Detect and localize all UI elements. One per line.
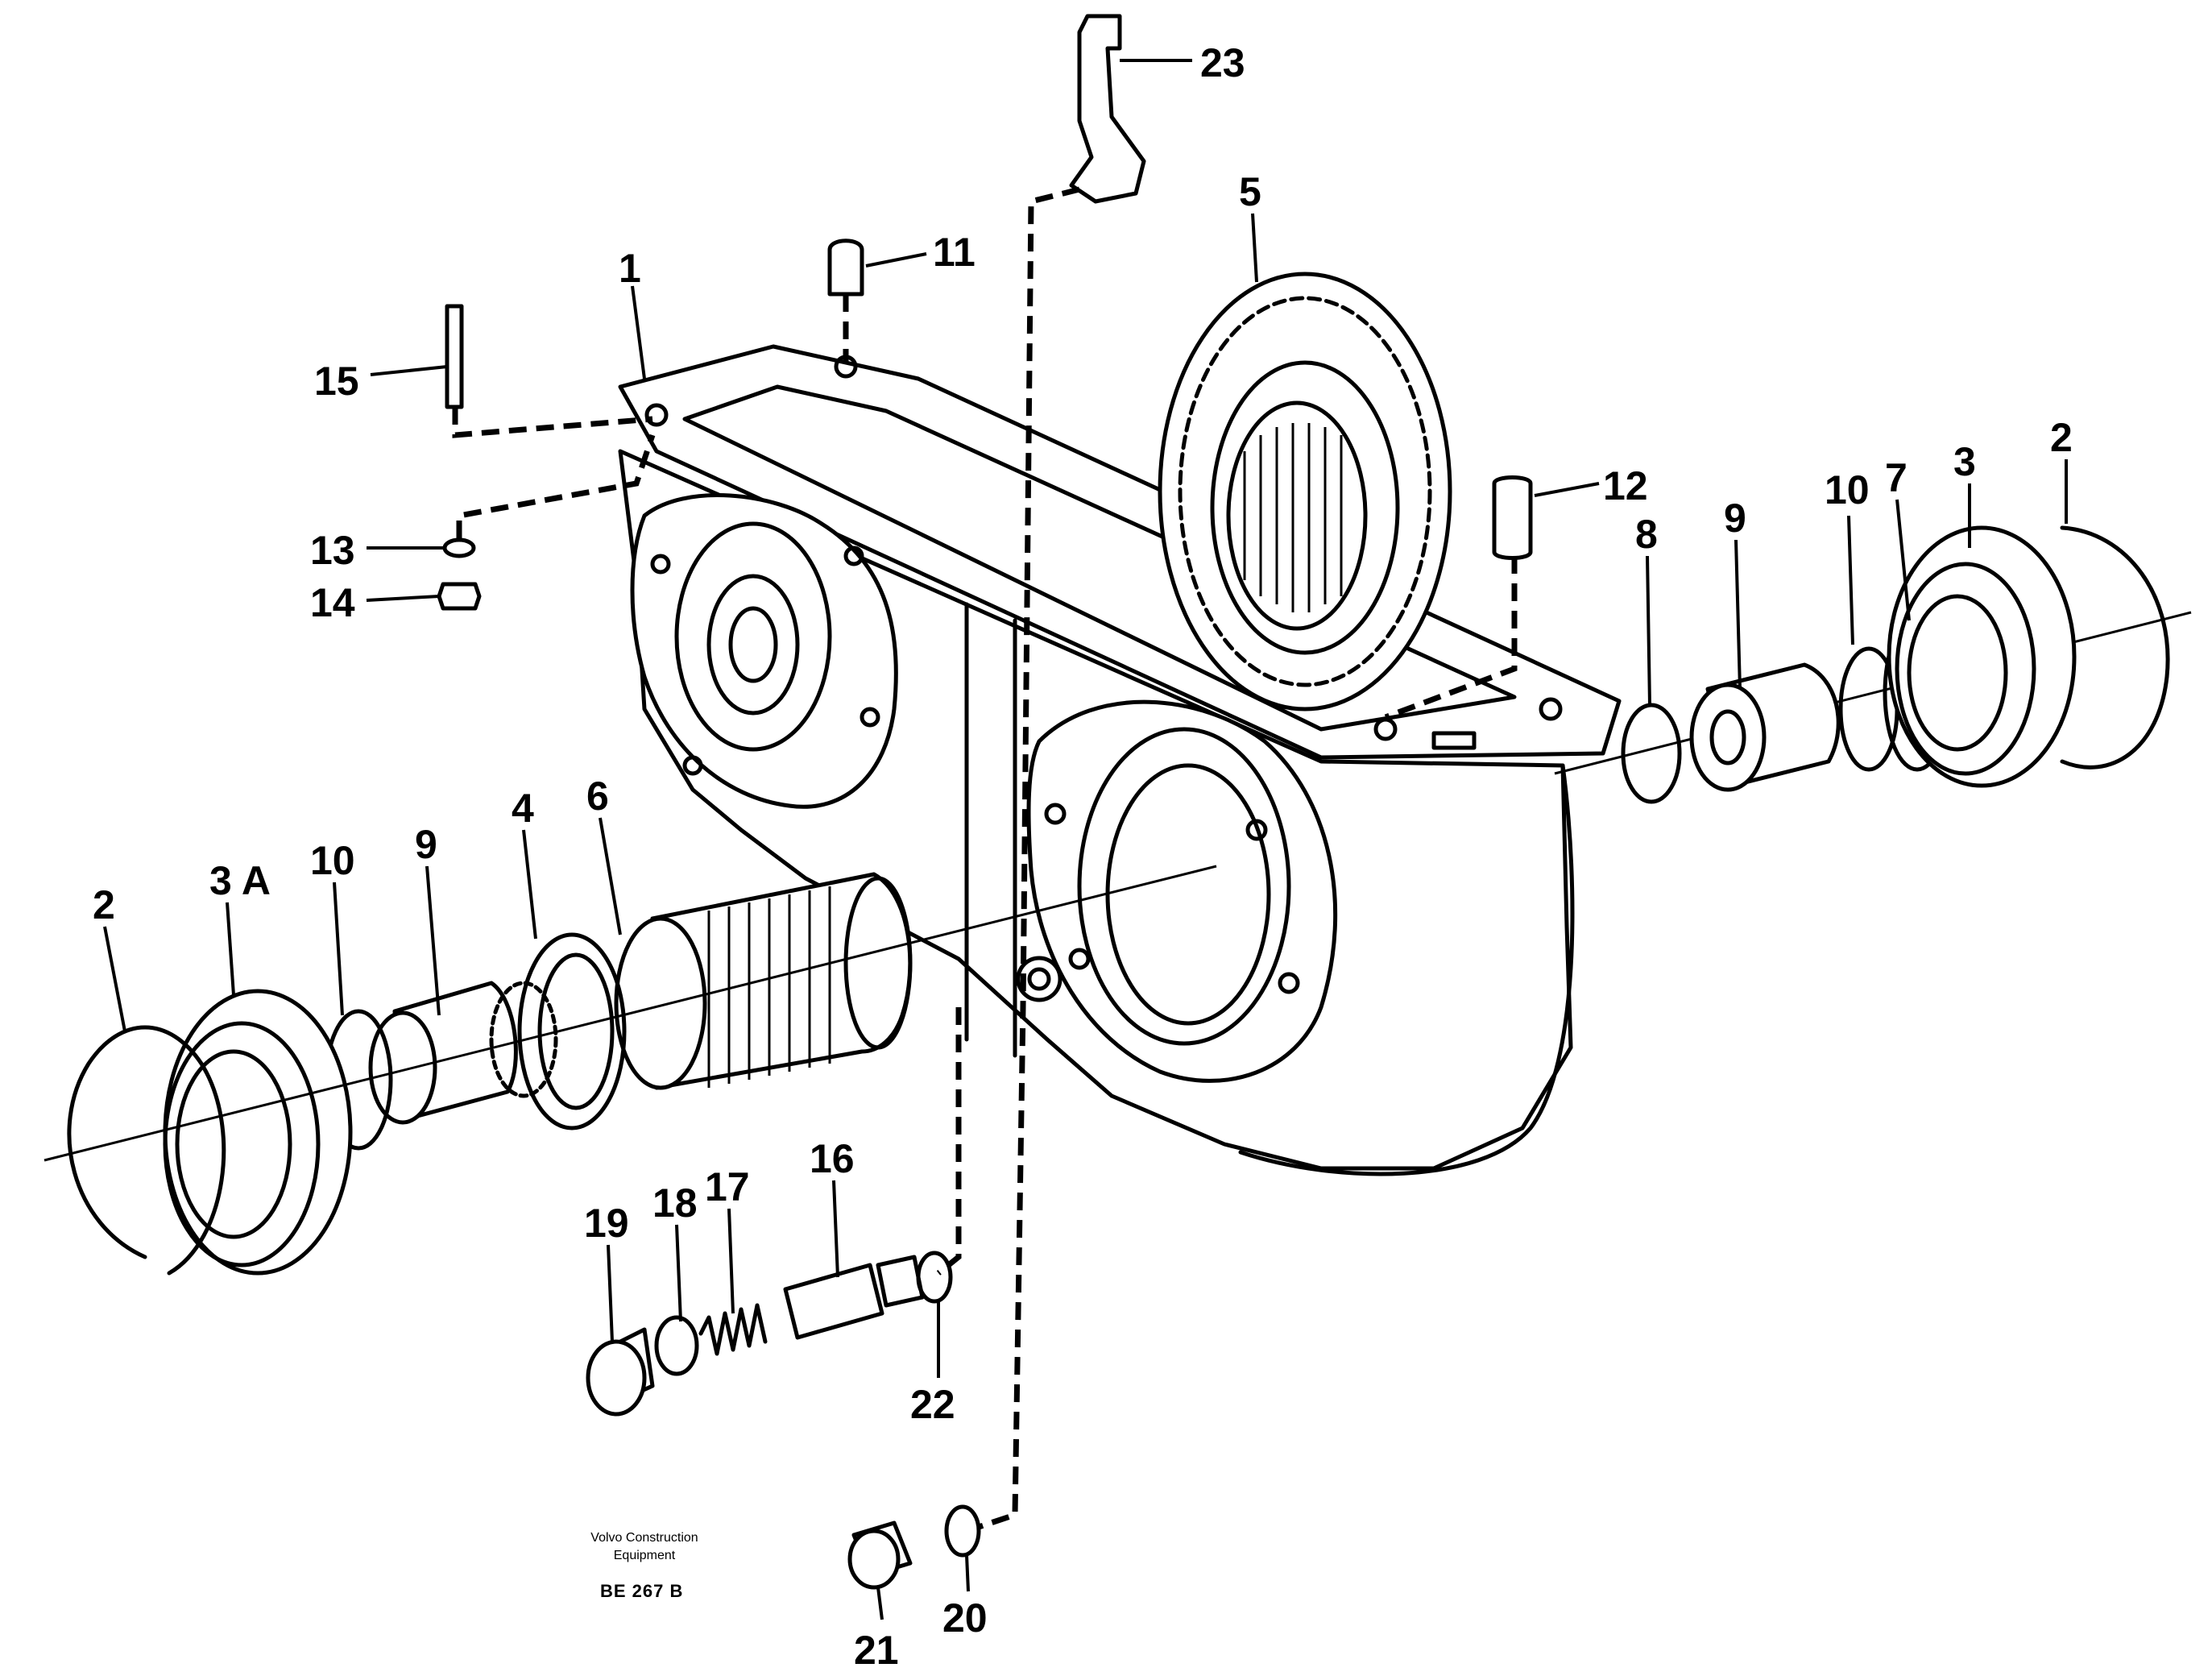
callout-18: 18 <box>652 1180 698 1226</box>
dashed-line-15 <box>452 407 653 438</box>
dashed-line-22 <box>936 1007 962 1276</box>
callout-5: 5 <box>1239 169 1261 214</box>
pin-12 <box>1492 475 1533 560</box>
callout-10-left: 10 <box>310 838 355 883</box>
callout-9-right: 9 <box>1724 496 1746 541</box>
gear-wheel <box>1158 272 1452 711</box>
dashed-line-12 <box>1384 556 1518 720</box>
callout-14: 14 <box>310 580 355 625</box>
pinion-right <box>1689 662 1841 792</box>
callout-10-right: 10 <box>1825 467 1870 512</box>
callout-19: 19 <box>584 1201 629 1246</box>
callout-22: 22 <box>910 1382 955 1427</box>
ring-4 <box>517 932 627 1130</box>
dashed-line-13 <box>456 434 656 538</box>
axis-line-right <box>1554 611 2192 775</box>
dashed-line-23 <box>977 186 1080 1530</box>
bearing-3 <box>1887 525 2077 788</box>
pinion-left <box>368 981 558 1125</box>
callout-16: 16 <box>810 1136 855 1181</box>
callout-6: 6 <box>586 774 609 819</box>
callout-1: 1 <box>619 246 641 291</box>
callout-17: 17 <box>705 1164 750 1209</box>
lever-23 <box>1069 14 1146 204</box>
circlip-8 <box>1621 703 1682 804</box>
gear-sleeve <box>614 872 913 1090</box>
bearing-3a <box>163 989 353 1276</box>
stud-15 <box>445 304 464 409</box>
callout-13: 13 <box>310 528 355 573</box>
callout-15: 15 <box>314 359 359 404</box>
washer-13 <box>442 537 476 558</box>
callout-3a: 3 A <box>209 858 271 903</box>
axis-line-left <box>43 865 1217 1162</box>
callout-7: 7 <box>1885 455 1908 500</box>
callout-8: 8 <box>1635 512 1658 557</box>
snap-ring-left-2 <box>67 1025 226 1276</box>
drain-plug-21 <box>847 1520 913 1590</box>
relief-valve-assembly <box>586 1251 953 1417</box>
washer-20 <box>944 1504 981 1558</box>
company-line-1: Volvo Construction <box>590 1531 698 1545</box>
callout-4: 4 <box>512 786 534 831</box>
callout-20: 20 <box>942 1595 988 1641</box>
callout-3: 3 <box>1953 439 1976 484</box>
callout-12: 12 <box>1603 463 1648 508</box>
callout-2-left: 2 <box>93 882 115 927</box>
leader-lines <box>103 59 2068 1620</box>
plug-11 <box>827 239 864 297</box>
callout-9-left: 9 <box>415 822 437 867</box>
callout-23: 23 <box>1200 40 1245 85</box>
callout-21: 21 <box>854 1628 899 1673</box>
nut-14 <box>437 582 482 611</box>
footer: Volvo Construction Equipment BE 267 B <box>590 1531 698 1601</box>
callout-labels: 1 2 3 7 10 9 8 5 12 11 23 15 13 14 2 3 A… <box>93 40 2073 1673</box>
company-line-2: Equipment <box>614 1549 676 1562</box>
drawing-code: BE 267 B <box>600 1581 683 1601</box>
callout-2-right: 2 <box>2050 415 2073 460</box>
callout-11: 11 <box>933 230 976 275</box>
snap-ring-right-2 <box>2060 525 2170 770</box>
